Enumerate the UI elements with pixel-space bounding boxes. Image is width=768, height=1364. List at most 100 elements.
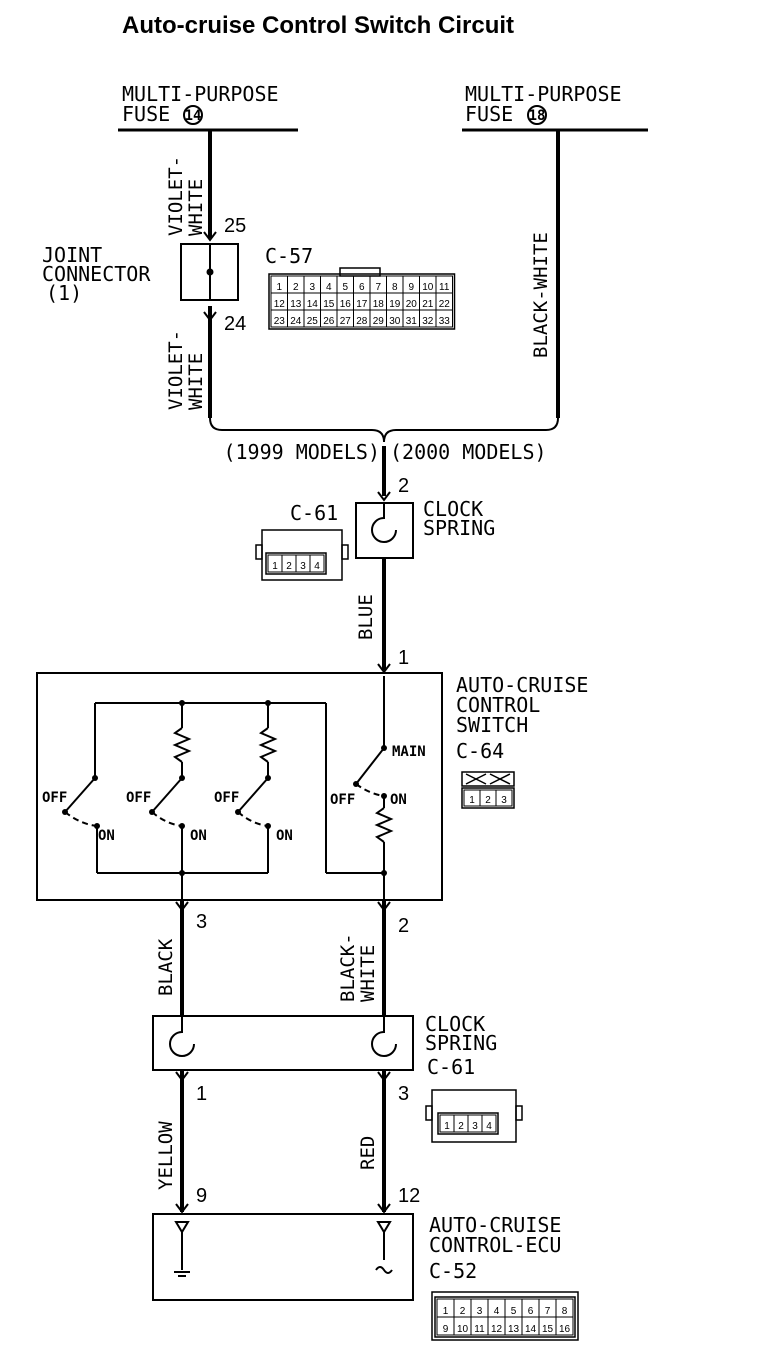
pin-3-spring: 3: [398, 1083, 409, 1105]
connector-outline: [434, 1296, 576, 1338]
connector-pin-number: 5: [511, 1306, 517, 1317]
connector-pin-number: 2: [485, 795, 491, 806]
connector-pin-number: 11: [439, 282, 450, 293]
connector-c52-label: C-52: [429, 1259, 477, 1283]
pin-25: 25: [224, 215, 246, 237]
connector-pin-number: 2: [286, 561, 292, 572]
svg-text:WHITE: WHITE: [357, 945, 379, 1002]
svg-text:WHITE: WHITE: [185, 353, 207, 410]
connector-pin-number: 8: [562, 1306, 568, 1317]
main-switch-main-label: MAIN: [392, 744, 426, 760]
connector-latch: [339, 267, 381, 277]
connector-pin-number: 23: [274, 316, 286, 327]
svg-text:MULTI-PURPOSE: MULTI-PURPOSE: [122, 82, 279, 106]
connector-pin-number: 5: [342, 282, 348, 293]
connector-pin-number: 20: [406, 299, 418, 310]
auto-cruise-switch-box: [36, 672, 443, 901]
fuse-18-number-circle: [527, 105, 547, 125]
svg-text:VIOLET-: VIOLET-: [165, 156, 187, 236]
svg-text:VIOLET-: VIOLET-: [165, 330, 187, 410]
connector-pin-number: 1: [276, 282, 282, 293]
connector-pin-number: 2: [293, 282, 299, 293]
svg-text:AUTO-CRUISE: AUTO-CRUISE: [456, 673, 588, 697]
connector-pin-number: 30: [389, 316, 401, 327]
joint-splice-dot: [206, 268, 214, 276]
connector-c64-label: C-64: [456, 739, 504, 763]
connector-header: [461, 771, 515, 787]
connector-pin-number: 25: [307, 316, 319, 327]
connector-pin-number: 19: [389, 299, 401, 310]
main-switch-on-label: ON: [390, 792, 407, 808]
svg-text:FUSE: FUSE: [465, 102, 513, 126]
connector-c61-top-label: C-61: [290, 501, 338, 525]
connector-pin-number: 4: [326, 282, 332, 293]
svg-text:BLACK: BLACK: [155, 938, 177, 996]
fuse-14-number-circle: [183, 105, 203, 125]
connector-pin-number: 12: [274, 299, 286, 310]
connector-pin-number: 7: [375, 282, 381, 293]
connector-pin-number: 10: [457, 1324, 469, 1335]
connector-cell: [435, 309, 453, 328]
ecu-internal-symbols: [174, 1221, 393, 1277]
pin-2-clock-spring: 2: [398, 475, 409, 497]
connector-pin-number: 6: [528, 1306, 534, 1317]
main-switch-off-label: OFF: [330, 792, 355, 808]
connector-latch: [515, 1105, 523, 1121]
arrow-pin-1-spring: [175, 1071, 189, 1082]
pin-1-switch: 1: [398, 647, 409, 669]
connector-pin-number: 4: [494, 1306, 500, 1317]
connector-latch: [425, 1105, 433, 1121]
svg-text:BLACK-: BLACK-: [337, 933, 359, 1002]
arrow-pin-2-switch: [377, 901, 391, 912]
svg-text:CONNECTOR: CONNECTOR: [42, 262, 151, 286]
connector-pin-number: 1: [272, 561, 278, 572]
connector-pin-number: 3: [300, 561, 306, 572]
connector-pin-number: 4: [314, 561, 320, 572]
connector-pin-number: 1: [443, 1306, 449, 1317]
connector-pin-number: 11: [474, 1324, 485, 1335]
fuse-18: MULTI-PURPOSE FUSE 18: [462, 82, 648, 132]
pin-24: 24: [224, 313, 246, 335]
svg-text:18: 18: [529, 108, 546, 124]
svg-text:SPRING: SPRING: [425, 1031, 497, 1055]
connector-pin-number: 3: [309, 282, 315, 293]
connector-pin-number: 9: [443, 1324, 449, 1335]
connector-cell: [495, 789, 513, 807]
connector-latch: [341, 544, 349, 560]
connector-housing: [431, 1291, 579, 1341]
connector-pin-number: 22: [439, 299, 451, 310]
connector-pin-number: 6: [359, 282, 365, 293]
connector-pin-number: 15: [542, 1324, 554, 1335]
connector-pin-number: 16: [340, 299, 352, 310]
diagram-title: Auto-cruise Control Switch Circuit: [122, 12, 514, 39]
switch-2-off-label: OFF: [126, 790, 151, 806]
fuse-14: MULTI-PURPOSE FUSE 14: [118, 82, 298, 132]
svg-text:SPRING: SPRING: [423, 516, 495, 540]
clock-spring-bottom-coil-right: [371, 1016, 397, 1057]
clock-spring-bottom-coil-left: [169, 1016, 195, 1057]
connector-pin-number: 33: [439, 316, 451, 327]
arrow-pin-2-top: [377, 491, 391, 502]
pin-2-switch: 2: [398, 915, 409, 937]
connector-outline: [268, 273, 456, 330]
connector-pin-number: 17: [356, 299, 368, 310]
svg-text:(1): (1): [46, 281, 82, 305]
arrow-pin-3-spring: [377, 1071, 391, 1082]
svg-text:BLUE: BLUE: [355, 594, 377, 640]
pin-3-switch: 3: [196, 911, 207, 933]
auto-cruise-ecu-box: [152, 1213, 414, 1301]
connector-pin-number: 12: [491, 1324, 503, 1335]
connector-pin-number: 15: [323, 299, 335, 310]
model-bracket: [209, 417, 559, 443]
svg-text:FUSE: FUSE: [122, 102, 170, 126]
connector-cross-mark: [465, 773, 511, 785]
connector-pin-number: 28: [356, 316, 368, 327]
connector-c57-label: C-57: [265, 244, 313, 268]
connector-pin-number: 27: [340, 316, 352, 327]
svg-text:AUTO-CRUISE: AUTO-CRUISE: [429, 1213, 561, 1237]
switch-internal-wiring: [62, 676, 394, 900]
